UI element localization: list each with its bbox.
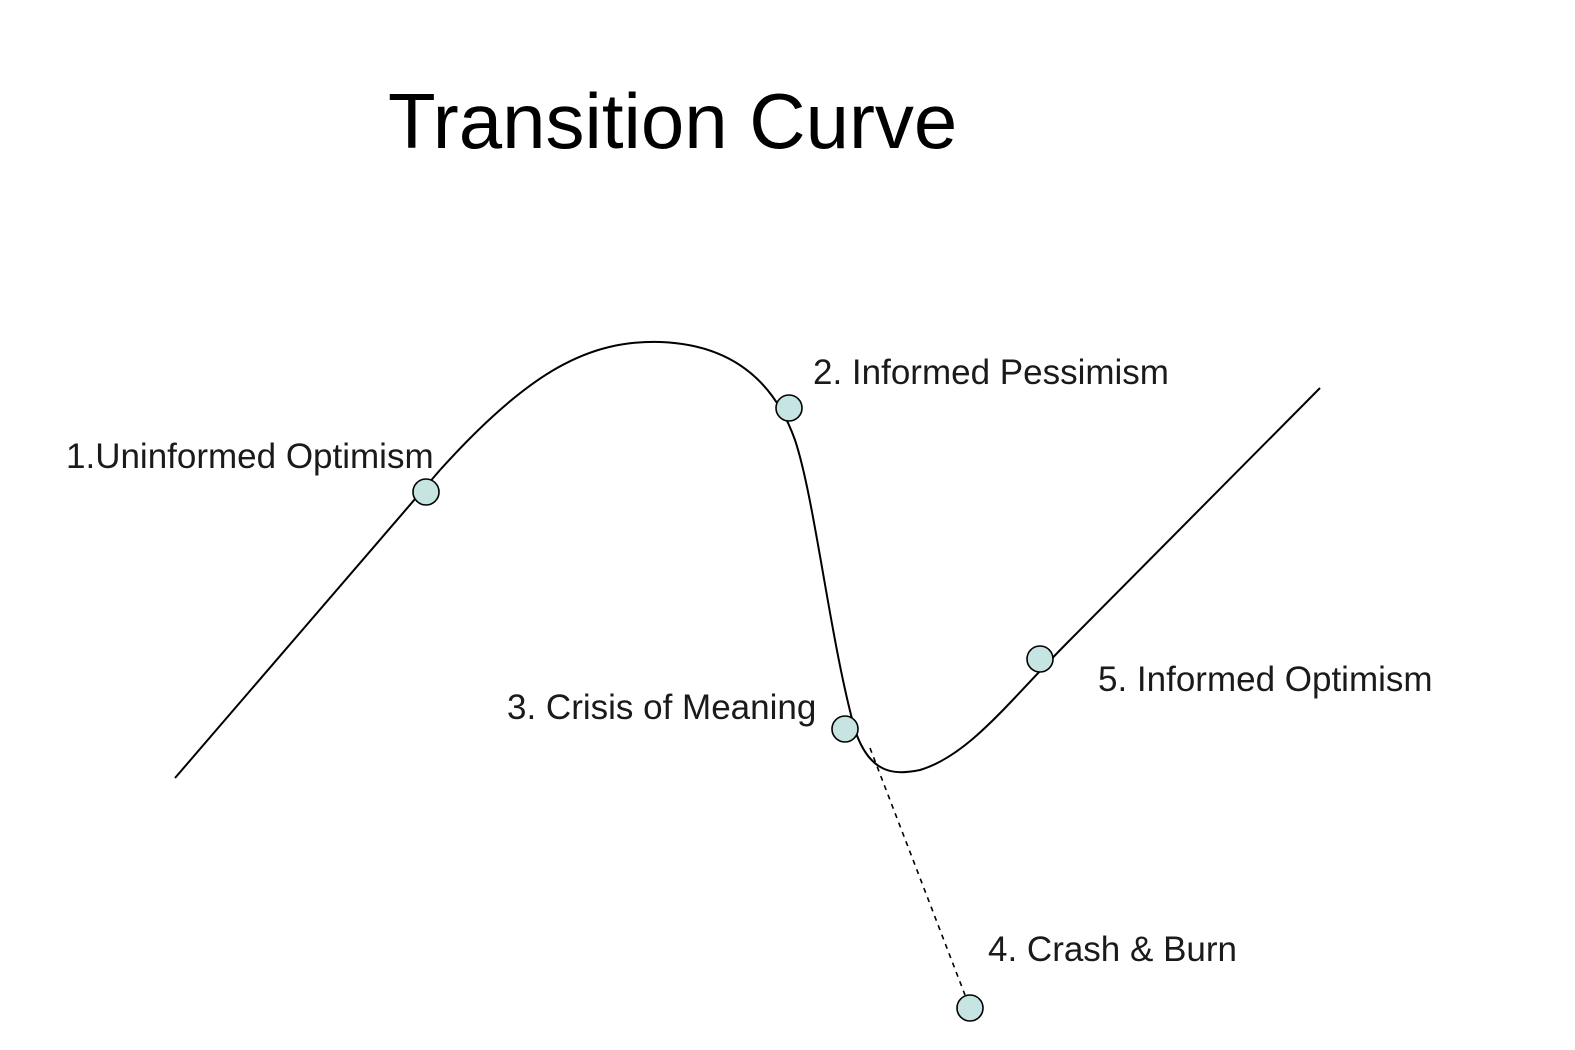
stage-marker-informed-pessimism bbox=[775, 394, 803, 422]
stage-label-crash-and-burn: 4. Crash & Burn bbox=[988, 930, 1237, 969]
slide-title: Transition Curve bbox=[388, 77, 958, 165]
stage-label-uninformed-optimism: 1.Uninformed Optimism bbox=[66, 437, 434, 476]
stage-marker-crisis-of-meaning bbox=[831, 715, 859, 743]
stage-marker-crash-and-burn bbox=[956, 994, 984, 1022]
stage-label-crisis-of-meaning: 3. Crisis of Meaning bbox=[507, 688, 816, 727]
transition-curve-line bbox=[174, 340, 1321, 779]
stage-label-informed-optimism: 5. Informed Optimism bbox=[1098, 660, 1433, 699]
stage-marker-uninformed-optimism bbox=[412, 478, 440, 506]
crash-and-burn-dashed-line bbox=[869, 747, 966, 996]
stage-label-informed-pessimism: 2. Informed Pessimism bbox=[813, 353, 1169, 392]
stage-marker-informed-optimism bbox=[1026, 645, 1054, 673]
